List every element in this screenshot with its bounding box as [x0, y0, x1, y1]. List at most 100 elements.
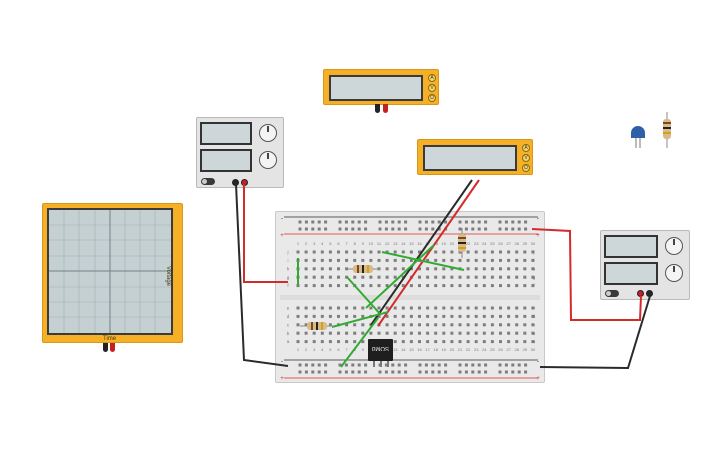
voltage-display [604, 235, 658, 258]
power-switch[interactable] [201, 178, 215, 185]
row-label: c [287, 322, 290, 327]
column-number: 2 [305, 347, 308, 352]
terminal-negative[interactable] [646, 290, 653, 297]
column-number: 20 [450, 347, 455, 352]
column-number: 10 [369, 241, 374, 246]
row-label: i [288, 258, 289, 263]
row-label: d [287, 314, 290, 319]
scope-probe-red[interactable] [110, 343, 115, 352]
power-switch[interactable] [605, 290, 619, 297]
column-number: 24 [482, 347, 487, 352]
capacitor-icon[interactable] [629, 123, 647, 149]
column-number: 18 [433, 241, 438, 246]
column-number: 26 [498, 347, 503, 352]
column-number: 2 [305, 241, 308, 246]
column-number: 21 [458, 347, 463, 352]
multimeter-top[interactable]: A V Ω [323, 69, 439, 105]
column-number: 13 [393, 347, 398, 352]
column-number: 29 [523, 241, 528, 246]
column-number: 12 [385, 241, 390, 246]
mode-volt-button[interactable]: V [428, 84, 436, 92]
rail-plus-label: + [536, 233, 540, 239]
current-display [200, 149, 252, 172]
mosfet-label: SOMd [372, 345, 390, 351]
voltage-knob[interactable] [665, 237, 683, 255]
wire-black[interactable] [539, 295, 651, 370]
column-number: 21 [458, 241, 463, 246]
voltage-axis-label: Voltage [165, 266, 171, 287]
current-knob[interactable] [259, 151, 277, 169]
row-label: j [533, 250, 535, 255]
probe-red[interactable] [383, 104, 388, 113]
mode-amp-button[interactable]: A [522, 144, 530, 152]
column-number: 15 [409, 347, 414, 352]
probe-black[interactable] [375, 104, 380, 113]
column-number: 7 [345, 347, 348, 352]
mode-ohm-button[interactable]: Ω [522, 164, 530, 172]
multimeter-right[interactable]: A V Ω [417, 139, 533, 175]
column-number: 27 [506, 241, 511, 246]
column-number: 17 [425, 347, 430, 352]
terminal-negative[interactable] [232, 179, 239, 186]
scope-probe-black[interactable] [103, 343, 108, 352]
row-label: a [533, 339, 536, 344]
rail-minus-label: - [537, 359, 539, 365]
row-label: c [533, 322, 536, 327]
column-number: 19 [442, 347, 447, 352]
oscilloscope-screen [47, 208, 173, 335]
mode-ohm-button[interactable]: Ω [428, 94, 436, 102]
row-label: f [287, 283, 289, 288]
column-number: 7 [345, 241, 348, 246]
column-number: 28 [514, 241, 519, 246]
mode-volt-button[interactable]: V [522, 154, 530, 162]
column-number: 9 [362, 347, 365, 352]
row-label: j [287, 250, 289, 255]
row-label: b [287, 331, 290, 336]
voltage-knob[interactable] [259, 124, 277, 142]
column-number: 25 [490, 241, 495, 246]
row-label: a [287, 339, 290, 344]
time-axis-label: Time [103, 336, 117, 342]
column-number: 23 [474, 241, 479, 246]
power-supply-left[interactable] [196, 117, 284, 188]
column-number: 4 [321, 241, 324, 246]
terminal-positive[interactable] [241, 179, 248, 186]
column-number: 28 [514, 347, 519, 352]
rail-minus-label: - [281, 216, 283, 222]
column-number: 30 [531, 241, 536, 246]
row-label: h [287, 266, 290, 271]
rail-minus-label: - [281, 359, 283, 365]
column-number: 17 [425, 241, 430, 246]
row-label: g [287, 275, 290, 280]
column-number: 20 [450, 241, 455, 246]
column-number: 27 [506, 347, 511, 352]
current-display [604, 262, 658, 285]
row-label: e [533, 306, 536, 311]
column-number: 26 [498, 241, 503, 246]
rail-plus-label: + [536, 376, 540, 382]
column-number: 29 [523, 347, 528, 352]
rail-plus-label: + [280, 233, 284, 239]
oscilloscope[interactable]: Time Voltage [42, 203, 183, 343]
current-knob[interactable] [665, 264, 683, 282]
column-number: 22 [466, 241, 471, 246]
power-supply-right[interactable] [600, 230, 690, 300]
column-number: 14 [401, 347, 406, 352]
resistor-icon[interactable] [662, 112, 672, 148]
column-number: 6 [337, 241, 340, 246]
column-number: 23 [474, 347, 479, 352]
terminal-positive[interactable] [637, 290, 644, 297]
column-number: 5 [329, 347, 332, 352]
column-number: 1 [297, 241, 300, 246]
column-number: 8 [354, 347, 357, 352]
mode-amp-button[interactable]: A [428, 74, 436, 82]
column-number: 3 [313, 347, 316, 352]
rail-minus-label: - [537, 216, 539, 222]
column-number: 22 [466, 347, 471, 352]
row-label: i [534, 258, 535, 263]
multimeter-display [423, 145, 517, 171]
column-number: 19 [442, 241, 447, 246]
column-number: 5 [329, 241, 332, 246]
column-number: 18 [433, 347, 438, 352]
